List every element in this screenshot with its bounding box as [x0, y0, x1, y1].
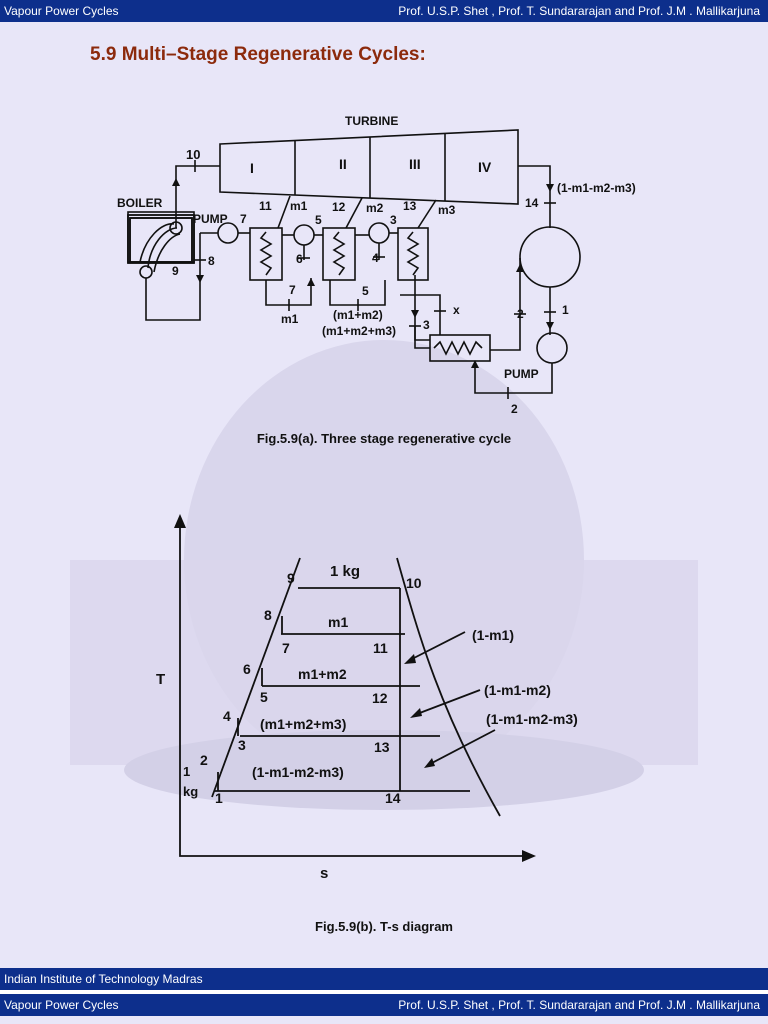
- state-3-top: 3: [390, 213, 397, 227]
- state-b-4: 4: [223, 708, 231, 724]
- mass-rest: (1-m1-m2-m3): [252, 764, 344, 780]
- section-title: 5.9 Multi–Stage Regenerative Cycles:: [90, 44, 426, 65]
- footer-institute: Indian Institute of Technology Madras: [4, 972, 203, 986]
- state-10: 10: [186, 147, 200, 162]
- header-bar: Vapour Power Cycles Prof. U.S.P. Shet , …: [0, 0, 768, 22]
- state-b-13: 13: [374, 739, 390, 755]
- header-left: Vapour Power Cycles: [4, 4, 119, 18]
- exhaust-fraction: (1-m1-m2-m3): [557, 181, 636, 195]
- fig-b-caption: Fig.5.9(b). T-s diagram: [315, 919, 453, 934]
- state-5-top: 5: [315, 213, 322, 227]
- stage-iv: IV: [478, 159, 492, 175]
- bottom-right: Prof. U.S.P. Shet , Prof. T. Sundararaja…: [398, 998, 760, 1012]
- state-7-drain: 7: [289, 283, 296, 297]
- state-13: 13: [403, 199, 417, 213]
- arrow-label-2: (1-m1-m2): [484, 682, 551, 698]
- state-14: 14: [525, 196, 539, 210]
- stage-i: I: [250, 160, 254, 176]
- mass-m1m2: m1+m2: [298, 666, 347, 682]
- state-b-7: 7: [282, 640, 290, 656]
- kg-label-1: 1: [183, 764, 190, 779]
- state-6: 6: [296, 252, 303, 266]
- state-1: 1: [562, 303, 569, 317]
- pump-right-label: PUMP: [504, 367, 539, 381]
- state-b-5: 5: [260, 689, 268, 705]
- mass-1kg: 1 kg: [330, 563, 360, 580]
- state-8: 8: [208, 254, 215, 268]
- state-12: 12: [332, 200, 346, 214]
- state-7-top: 7: [240, 212, 247, 226]
- fig-a-caption: Fig.5.9(a). Three stage regenerative cyc…: [256, 431, 512, 446]
- turbine-label: TURBINE: [345, 114, 398, 128]
- state-11: 11: [259, 199, 272, 213]
- arrow-label-3: (1-m1-m2-m3): [486, 711, 578, 727]
- state-b-11: 11: [373, 640, 388, 656]
- state-x: x: [453, 303, 460, 317]
- t-axis-label: T: [156, 671, 165, 688]
- bottom-header-bar: Vapour Power Cycles Prof. U.S.P. Shet , …: [0, 994, 768, 1016]
- state-b-14: 14: [385, 790, 401, 806]
- state-b-10: 10: [406, 575, 422, 591]
- stage-ii: II: [339, 156, 347, 172]
- s-axis-label: s: [320, 865, 328, 882]
- boiler-label: BOILER: [117, 196, 163, 210]
- pump-left-label: PUMP: [193, 212, 228, 226]
- state-b-2: 2: [200, 752, 208, 768]
- ts-diagram: T s 1 kg m1 m1+m2 (m1+m2+m3) (1-m1-m2-m3…: [156, 514, 578, 882]
- drain-m1-m2-m3: (m1+m2+m3): [322, 324, 396, 338]
- state-b-6: 6: [243, 661, 251, 677]
- regenerative-cycle-schematic: TURBINE I II III IV BOILER PUMP PUMP 10 …: [117, 114, 636, 416]
- arrow-label-1: (1-m1): [472, 627, 514, 643]
- state-b-8: 8: [264, 607, 272, 623]
- state-5-drain: 5: [362, 284, 369, 298]
- bottom-left: Vapour Power Cycles: [4, 998, 119, 1012]
- bleed-m1: m1: [290, 199, 308, 213]
- state-b-9: 9: [287, 570, 295, 586]
- state-b-12: 12: [372, 690, 388, 706]
- header-right: Prof. U.S.P. Shet , Prof. T. Sundararaja…: [398, 4, 760, 18]
- footer-institute-bar: Indian Institute of Technology Madras: [0, 968, 768, 990]
- state-b-3: 3: [238, 737, 246, 753]
- state-2-bottom: 2: [511, 402, 518, 416]
- mass-m1m2m3: (m1+m2+m3): [260, 716, 346, 732]
- bleed-m2: m2: [366, 201, 384, 215]
- kg-label-2: kg: [183, 784, 198, 799]
- drain-m1-m2: (m1+m2): [333, 308, 383, 322]
- stage-iii: III: [409, 156, 421, 172]
- footer-divider: [0, 990, 768, 994]
- state-4: 4: [372, 251, 379, 265]
- drain-m1: m1: [281, 312, 299, 326]
- bleed-m3: m3: [438, 203, 456, 217]
- state-b-1: 1: [215, 790, 223, 806]
- mass-m1: m1: [328, 614, 348, 630]
- state-9: 9: [172, 264, 179, 278]
- state-2-right: 2: [517, 307, 524, 321]
- state-3-drain: 3: [423, 318, 430, 332]
